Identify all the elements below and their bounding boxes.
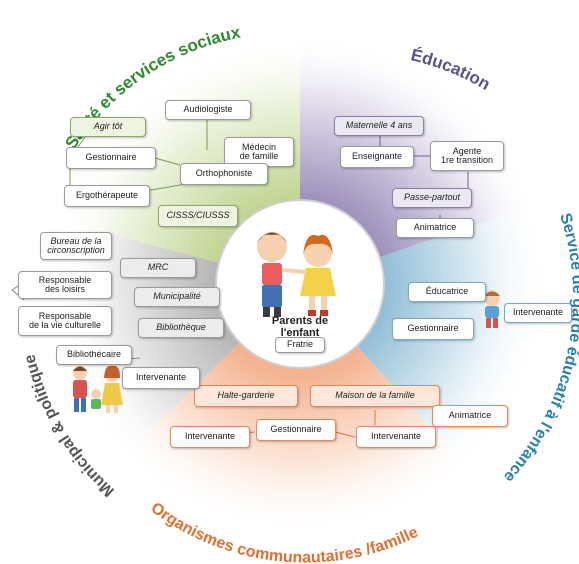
box-maternelle: Maternelle 4 ans bbox=[334, 116, 424, 136]
box-agir-tot: Agir tôt bbox=[70, 117, 146, 137]
family-illustration bbox=[73, 365, 123, 413]
sector-organismes bbox=[120, 284, 470, 537]
box-intervenante-garde: Intervenante bbox=[504, 303, 572, 323]
box-passe-partout: Passe-partout bbox=[392, 188, 472, 208]
box-educatrice: Éducatrice bbox=[408, 282, 486, 302]
box-gestionnaire-org: Gestionnaire bbox=[256, 419, 336, 441]
box-medecin: Médecin de famille bbox=[224, 137, 294, 167]
box-audiologiste: Audiologiste bbox=[165, 100, 251, 120]
box-halte: Halte-garderie bbox=[194, 385, 298, 407]
box-bibliothecaire: Bibliothécaire bbox=[56, 345, 132, 365]
box-gestionnaire-garde: Gestionnaire bbox=[392, 318, 474, 340]
sector-education bbox=[300, 34, 535, 284]
box-municipalite: Municipalité bbox=[134, 287, 220, 307]
toddler-illustration bbox=[484, 290, 500, 328]
center-title: Parents de l'enfant bbox=[271, 315, 329, 339]
box-resp-culture: Responsable de la vie culturelle bbox=[18, 306, 112, 336]
box-cisss: CISSS/CIUSSS bbox=[158, 205, 238, 227]
box-enseignante: Enseignante bbox=[340, 146, 414, 168]
box-orthophoniste: Orthophoniste bbox=[180, 163, 268, 185]
box-maison: Maison de la famille bbox=[310, 385, 440, 407]
box-mrc: MRC bbox=[120, 258, 196, 278]
children-illustration bbox=[257, 232, 336, 317]
box-resp-loisirs: Responsable des loisirs bbox=[18, 271, 112, 299]
box-gestionnaire-sante: Gestionnaire bbox=[66, 147, 156, 169]
box-agente: Agente 1re transition bbox=[430, 141, 504, 171]
box-bureau: Bureau de la circonscription bbox=[40, 232, 112, 260]
sector-sante bbox=[57, 33, 300, 285]
box-intervenante-org1: Intervenante bbox=[170, 426, 250, 448]
box-bibliotheque: Bibliothèque bbox=[138, 318, 224, 338]
box-animatrice-edu: Animatrice bbox=[396, 218, 474, 238]
box-ergotherapeute: Ergothérapeute bbox=[64, 185, 150, 207]
box-intervenante-mun: Intervenante bbox=[122, 367, 200, 389]
box-animatrice-org: Animatrice bbox=[432, 405, 508, 427]
center-subtitle: Fratrie bbox=[275, 337, 325, 353]
box-intervenante-org2: Intervenante bbox=[356, 426, 436, 448]
